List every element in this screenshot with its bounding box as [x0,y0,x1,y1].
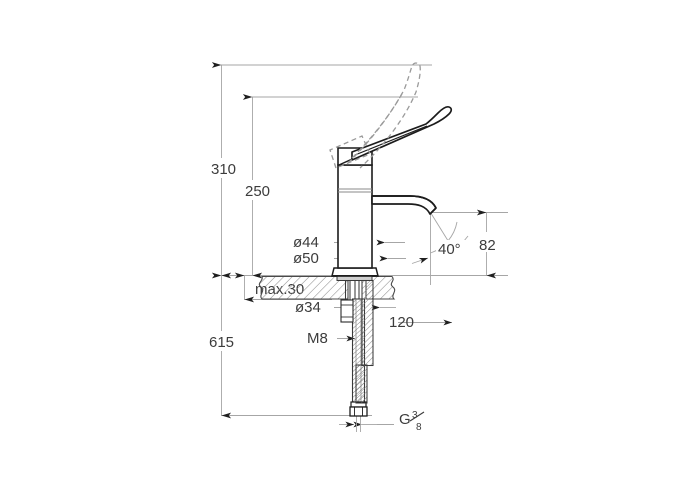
base-flange [331,267,379,277]
lever-handle-open [329,62,421,169]
faucet-geometry-group [258,62,453,417]
label-d34: ø34 [295,299,321,316]
label-g38-numerator: 3 [412,410,418,421]
spout [371,195,437,215]
countertop-section [258,275,396,300]
threaded-shank-assembly [336,275,374,404]
label-m8: M8 [307,330,328,347]
dimension-m8: M8 [307,330,355,347]
dimension-82: 82 [474,209,506,279]
label-615: 615 [209,334,234,351]
dimension-120: 120 [389,314,452,331]
supply-nut [349,401,368,417]
dimension-310: 310 [205,62,241,279]
label-g38-denominator: 8 [416,422,422,433]
label-82: 82 [479,237,496,254]
dimension-250: 250 [240,94,278,279]
dimension-40deg: 40° [411,212,469,285]
faucet-body [337,164,373,269]
label-g38-g: G [399,411,411,428]
label-120: 120 [389,314,414,331]
label-d50: ø50 [293,250,319,267]
label-310: 310 [211,161,236,178]
lever-handle-closed [351,105,453,161]
label-250: 250 [245,183,270,200]
label-40deg: 40° [438,241,461,258]
label-d44: ø44 [293,234,319,251]
dimension-g38: G 3 8 [339,410,425,433]
dimension-615: 615 [205,272,241,419]
